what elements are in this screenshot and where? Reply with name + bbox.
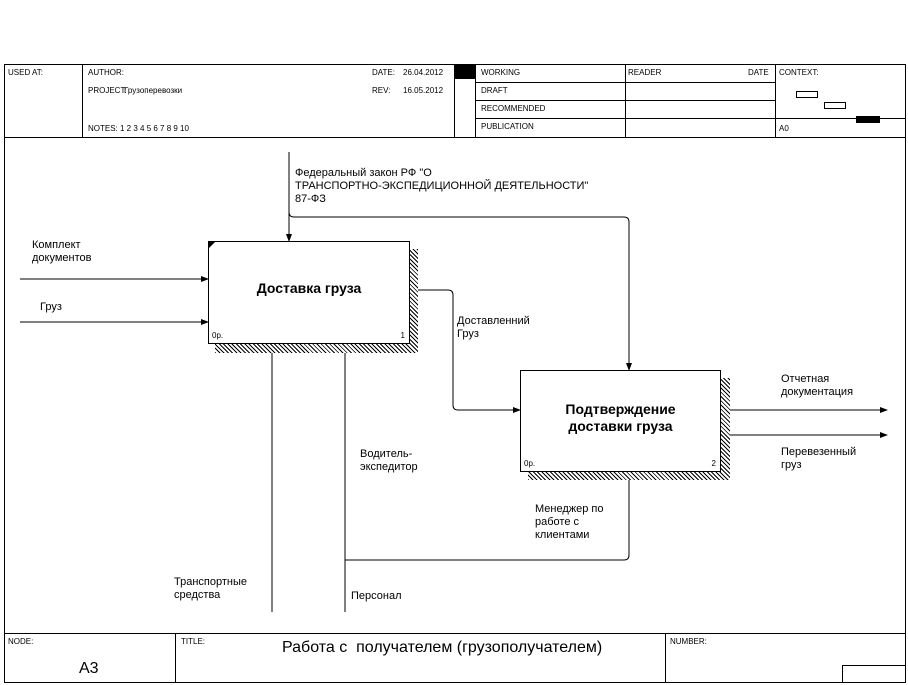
context-node: A0 xyxy=(779,124,789,133)
reader-label: READER xyxy=(628,68,662,77)
box1-title: Доставка груза xyxy=(256,280,362,296)
box1-cost: 0р. xyxy=(212,331,224,340)
rev-value: 16.05.2012 xyxy=(403,86,444,95)
label-personnel: Персонал xyxy=(351,590,402,602)
rev-label: REV: xyxy=(372,86,391,95)
box1-number: 1 xyxy=(400,331,405,340)
status-recommended: RECOMMENDED xyxy=(481,104,546,113)
date-value: 26.04.2012 xyxy=(403,68,444,77)
node-label: NODE: xyxy=(8,637,34,646)
label-output-cargo: Перевезенный груз xyxy=(781,446,857,471)
project-value: Грузоперевозки xyxy=(124,86,183,95)
arrow-mech-manager xyxy=(345,472,632,561)
number-label: NUMBER: xyxy=(670,637,707,646)
date-label: DATE: xyxy=(372,68,395,77)
author-label: AUTHOR: xyxy=(88,68,124,77)
context-box-current xyxy=(856,116,880,123)
reader-date-label: DATE xyxy=(748,68,769,77)
notes-label: NOTES: xyxy=(88,124,118,133)
label-delivered-cargo: Доставленний Груз xyxy=(457,315,530,340)
used-at-label: USED AT: xyxy=(8,68,43,77)
title-label: TITLE: xyxy=(181,637,206,646)
footer-corner-box xyxy=(842,665,906,683)
diagram-frame xyxy=(4,64,906,683)
status-publication: PUBLICATION xyxy=(481,122,534,131)
status-marker xyxy=(455,65,475,79)
box2-title-line2: доставки груза xyxy=(568,418,673,434)
notes-value: 1 2 3 4 5 6 7 8 9 10 xyxy=(120,124,189,133)
project-label: PROJECT: xyxy=(88,86,127,95)
label-vehicles: Транспортные средства xyxy=(174,576,247,601)
arrow-control-law-branch xyxy=(288,211,632,371)
label-control-law: Федеральный закон РФ "О ТРАНСПОРТНО-ЭКСП… xyxy=(295,167,589,205)
arrow-delivered-cargo xyxy=(410,289,521,413)
diagram-title: Работа с получателем (грузополучателем) xyxy=(282,639,603,656)
context-box-1 xyxy=(796,91,818,98)
box2-number: 2 xyxy=(711,459,716,468)
context-box-2 xyxy=(824,102,846,109)
label-input-cargo: Груз xyxy=(40,301,62,313)
label-manager: Менеджер по работе с клиентами xyxy=(535,503,604,541)
status-draft: DRAFT xyxy=(481,86,508,95)
context-label: CONTEXT: xyxy=(779,68,819,77)
box2-title-line1: Подтверждение xyxy=(565,401,676,417)
box2-cost: 0р. xyxy=(524,459,536,468)
label-input-documents: Комплект документов xyxy=(32,239,92,264)
label-driver: Водитель- экспедитор xyxy=(360,448,418,473)
label-output-report: Отчетная документация xyxy=(781,373,854,398)
node-value: A3 xyxy=(79,660,99,677)
status-working: WORKING xyxy=(481,68,521,77)
